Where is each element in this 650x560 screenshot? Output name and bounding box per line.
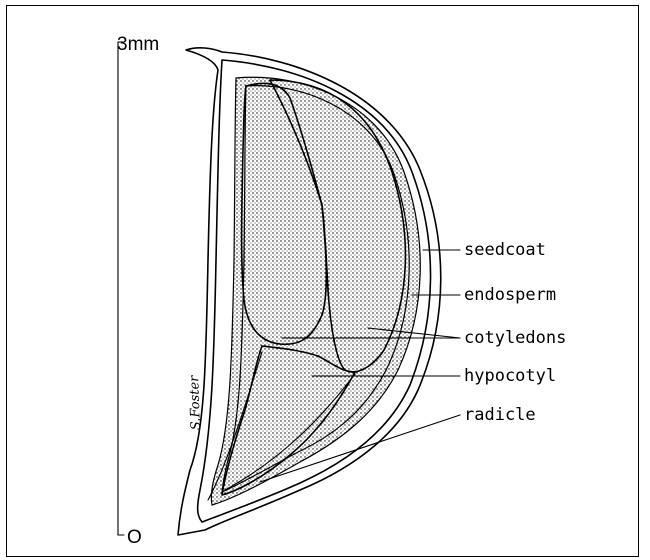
scale-top-label: 3mm: [117, 34, 159, 55]
label-hypocotyl: hypocotyl: [464, 366, 556, 386]
label-seedcoat: seedcoat: [464, 240, 546, 260]
artist-signature: S.Foster: [187, 375, 204, 431]
scale-bottom-label: O: [127, 527, 142, 548]
label-endosperm: endosperm: [464, 285, 556, 305]
label-radicle: radicle: [464, 405, 536, 425]
label-cotyledons: cotyledons: [464, 328, 566, 348]
scale-bar: [118, 42, 124, 535]
